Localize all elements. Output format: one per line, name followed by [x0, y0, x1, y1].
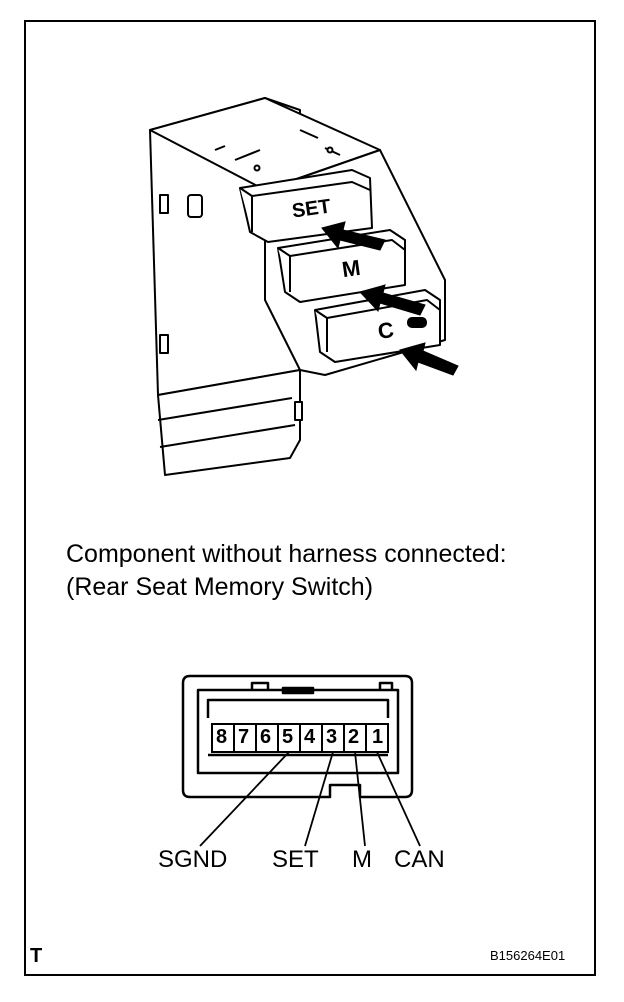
pin-5: 5 [282, 726, 294, 748]
label-sgnd: SGND [158, 846, 228, 873]
pin-6: 6 [260, 726, 272, 748]
figure-frame [24, 20, 596, 976]
pin-1: 1 [372, 726, 384, 748]
caption-line-2: (Rear Seat Memory Switch) [66, 573, 374, 601]
pin-2: 2 [348, 726, 360, 748]
label-set: SET [272, 846, 319, 873]
pin-7: 7 [238, 726, 250, 748]
figure-id: B156264E01 [490, 948, 566, 963]
label-can: CAN [394, 846, 445, 873]
caption-line-1: Component without harness connected: [66, 540, 507, 568]
pin-3: 3 [326, 726, 338, 748]
pin-4: 4 [304, 726, 316, 748]
pin-8: 8 [216, 726, 228, 748]
page-mark: T [30, 945, 43, 967]
label-m: M [352, 846, 372, 873]
